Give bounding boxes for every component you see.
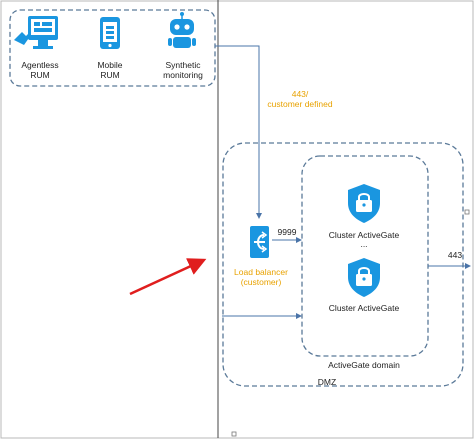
sources-to-lb-line (215, 45, 262, 219)
outbound-port-label: 443 (447, 250, 463, 260)
activegate-ellipsis: ... (360, 239, 368, 249)
sources-group (9, 9, 216, 87)
load-balancer-label: Load balancer (customer) (234, 267, 288, 287)
port-annotation: 443/ customer defined (267, 89, 333, 109)
activegate-domain-label: ActiveGate domain (328, 360, 400, 370)
mobile-phone-icon (100, 17, 120, 49)
resize-handle[interactable] (231, 431, 237, 437)
load-balancer-icon[interactable] (250, 226, 269, 258)
source-label-synthetic-monitoring: Synthetic monitoring (163, 60, 203, 80)
dmz-label: DMZ (317, 377, 337, 387)
robot-icon (168, 12, 196, 48)
lb-port-label: 9999 (277, 227, 297, 237)
dmz-box (222, 142, 464, 387)
highlight-arrow (129, 258, 207, 296)
agentless-rum-monitor-icon (14, 16, 58, 49)
resize-handle[interactable] (464, 209, 470, 215)
activegate-label-1: Cluster ActiveGate (328, 230, 400, 240)
lock-shield-icon[interactable] (348, 184, 380, 223)
lock-shield-icon[interactable] (348, 258, 380, 297)
source-label-mobile-rum: Mobile RUM (97, 60, 123, 80)
activegate-label-2: Cluster ActiveGate (328, 303, 400, 313)
source-label-agentless-rum: Agentless RUM (21, 60, 59, 80)
activegate-domain-box (301, 155, 429, 357)
